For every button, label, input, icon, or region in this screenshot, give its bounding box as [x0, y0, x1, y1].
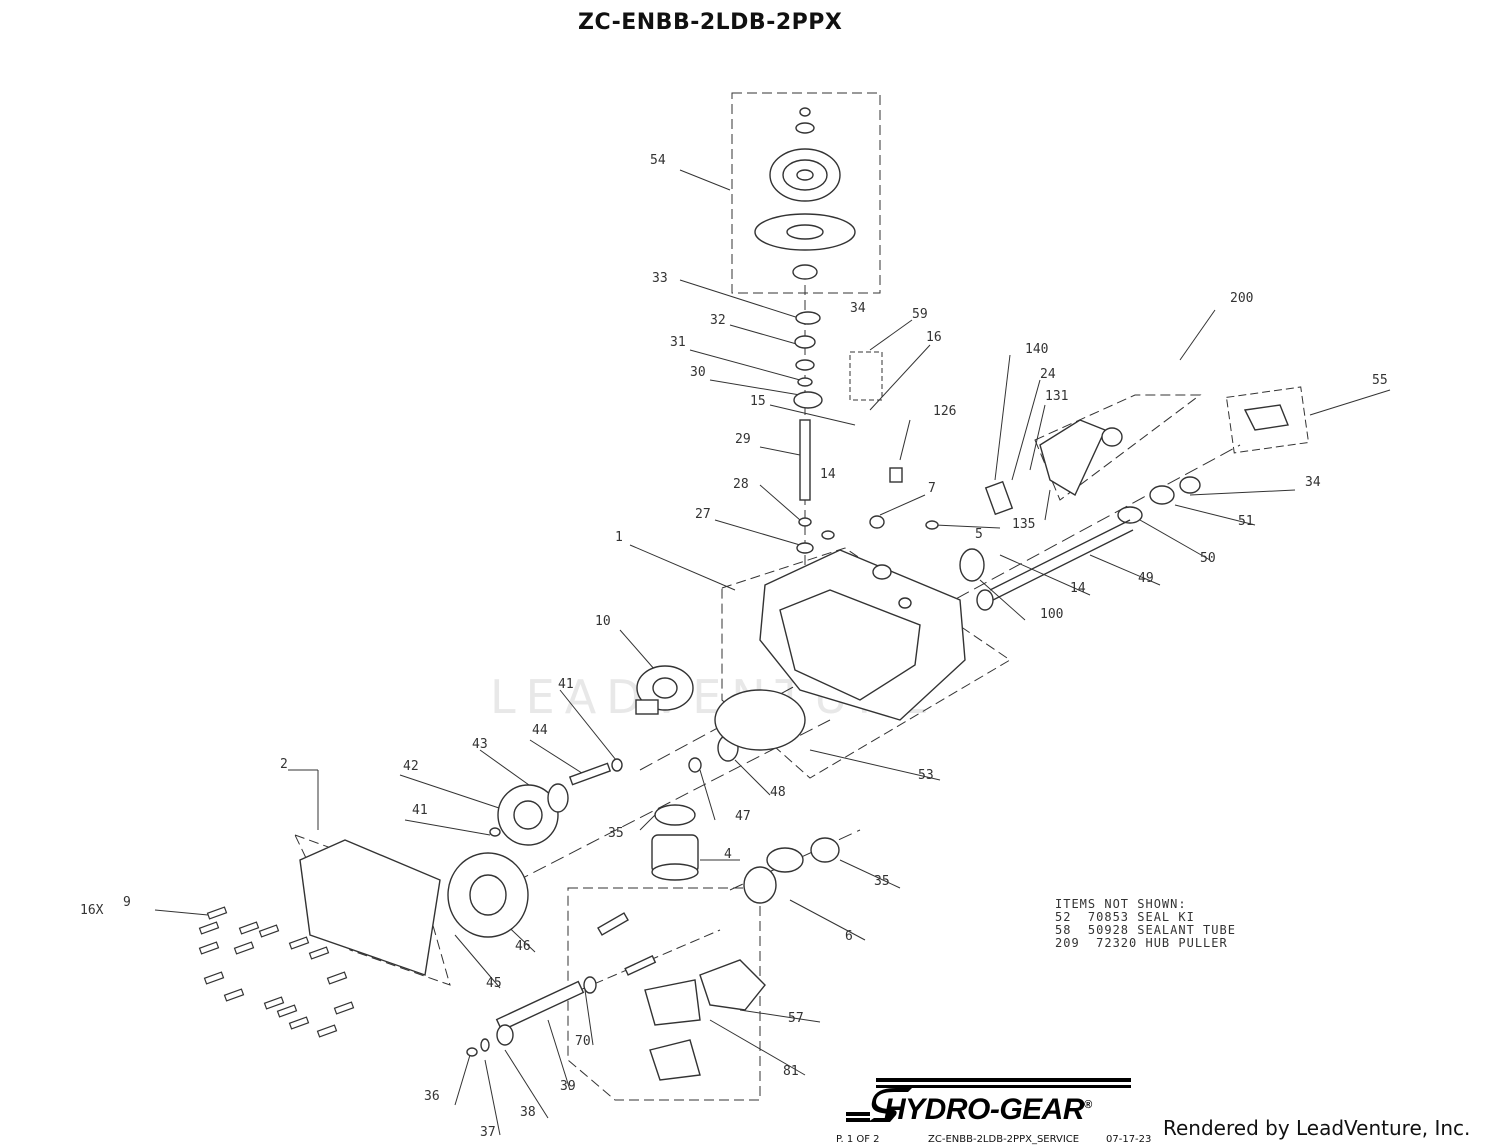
p59-dash-box [849, 351, 883, 401]
hydro-gear-logo [846, 1078, 1131, 1122]
items-not-shown-note: ITEMS NOT SHOWN: 52 70853 SEAL KI 58 509… [1055, 898, 1236, 950]
part-label-38: 38 [520, 1105, 536, 1120]
part-label-32: 32 [710, 313, 726, 328]
sensor-dash-box [1225, 386, 1310, 454]
footer-date: 07-17-23 [1106, 1134, 1152, 1145]
part-label-6: 6 [845, 929, 853, 944]
part-label-45: 45 [486, 976, 502, 991]
part-label-28: 28 [733, 477, 749, 492]
part-label-37: 37 [480, 1125, 496, 1140]
center-section-box [567, 887, 761, 1101]
part-label-57: 57 [788, 1011, 804, 1026]
part-label-35: 35 [608, 826, 624, 841]
part-label-41: 41 [558, 677, 574, 692]
part-label-140: 140 [1025, 342, 1048, 357]
items-not-shown-line: 209 72320 HUB PULLER [1055, 936, 1228, 950]
part-label-27: 27 [695, 507, 711, 522]
part-label-36: 36 [424, 1089, 440, 1104]
part-label-7: 7 [928, 481, 936, 496]
part-label-24: 24 [1040, 367, 1056, 382]
part-label-54: 54 [650, 153, 666, 168]
footer-page: P. 1 OF 2 [836, 1134, 880, 1145]
part-label-2: 2 [280, 757, 288, 772]
bypass-dash-box [1034, 394, 1202, 501]
part-label-53: 53 [918, 768, 934, 783]
part-label-16x: 16X [80, 903, 104, 918]
items-not-shown-line: 52 70853 SEAL KI [1055, 910, 1195, 924]
part-label-135: 135 [1012, 517, 1035, 532]
part-label-29: 29 [735, 432, 751, 447]
housing-dash-box [721, 547, 1011, 779]
part-label-1: 1 [615, 530, 623, 545]
rendered-by-credit: Rendered by LeadVenture, Inc. [1163, 1116, 1471, 1140]
part-label-41-lower: 41 [412, 803, 428, 818]
part-label-14-right: 14 [1070, 581, 1086, 596]
part-label-81: 81 [783, 1064, 799, 1079]
part-label-10: 10 [595, 614, 611, 629]
part-label-16: 16 [926, 330, 942, 345]
part-label-31: 31 [670, 335, 686, 350]
part-label-39: 39 [560, 1079, 576, 1094]
part-label-51: 51 [1238, 514, 1254, 529]
fan-pulley-box [731, 92, 881, 294]
part-label-9: 9 [123, 895, 131, 910]
part-label-131: 131 [1045, 389, 1068, 404]
part-label-44: 44 [532, 723, 548, 738]
part-label-42: 42 [403, 759, 419, 774]
part-label-30: 30 [690, 365, 706, 380]
part-label-14: 14 [820, 467, 836, 482]
part-label-43: 43 [472, 737, 488, 752]
diagram-title: ZC-ENBB-2LDB-2PPX [578, 10, 843, 35]
hydro-gear-logo-text: HYDRO-GEAR® [884, 1093, 1092, 1126]
part-label-49: 49 [1138, 571, 1154, 586]
part-label-55: 55 [1372, 373, 1388, 388]
part-label-47: 47 [735, 809, 751, 824]
part-label-33: 33 [652, 271, 668, 286]
part-label-35-right: 35 [874, 874, 890, 889]
part-label-59: 59 [912, 307, 928, 322]
part-label-4: 4 [724, 847, 732, 862]
items-not-shown-heading: ITEMS NOT SHOWN: [1055, 897, 1187, 911]
items-not-shown-line: 58 50928 SEALANT TUBE [1055, 923, 1236, 937]
part-label-126: 126 [933, 404, 956, 419]
part-label-46: 46 [515, 939, 531, 954]
part-label-100: 100 [1040, 607, 1063, 622]
part-label-34-right: 34 [1305, 475, 1321, 490]
part-label-70: 70 [575, 1034, 591, 1049]
part-label-200: 200 [1230, 291, 1253, 306]
part-label-5: 5 [975, 527, 983, 542]
part-label-15: 15 [750, 394, 766, 409]
part-label-34: 34 [850, 301, 866, 316]
footer-doc-id: ZC-ENBB-2LDB-2PPX_SERVICE [928, 1134, 1080, 1145]
part-label-48: 48 [770, 785, 786, 800]
part-label-50: 50 [1200, 551, 1216, 566]
